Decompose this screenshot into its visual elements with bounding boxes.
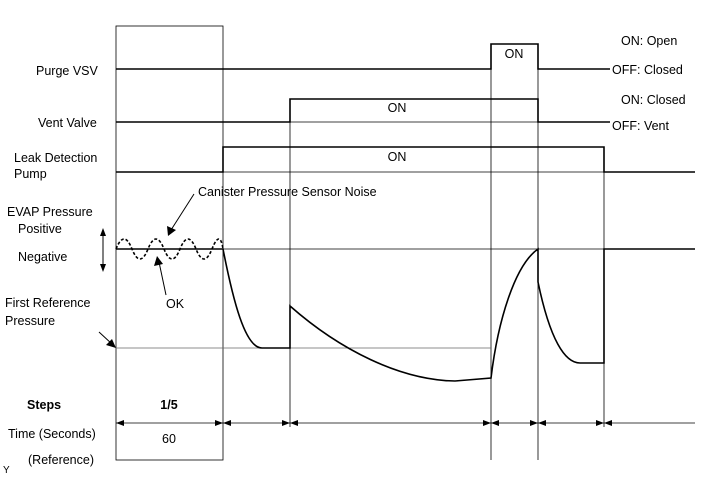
arrow-right-icon — [596, 420, 604, 426]
vent-vent-legend: OFF: Vent — [612, 119, 669, 133]
arrow-right-icon — [282, 420, 290, 426]
negative-label: Negative — [18, 250, 67, 264]
arrow-right-icon — [483, 420, 491, 426]
first-reference-label-1: First Reference — [5, 296, 90, 310]
arrow-right-icon — [215, 420, 223, 426]
vent-valve-signal — [116, 98, 610, 123]
noise-pointer — [170, 193, 195, 231]
arrow-left-icon — [491, 420, 499, 426]
step-1-value: 1/5 — [160, 398, 177, 412]
arrow-left-icon — [538, 420, 546, 426]
timeline-arrows — [116, 420, 612, 426]
arrow-left-icon — [604, 420, 612, 426]
vent-on-label: ON — [388, 101, 407, 115]
evap-label-2: Positive — [18, 222, 62, 236]
vent-closed-legend: ON: Closed — [621, 93, 686, 107]
step-1-box — [115, 25, 224, 461]
arrow-left-icon — [223, 420, 231, 426]
arrow-left-icon — [290, 420, 298, 426]
noise-arrow-icon — [167, 226, 176, 236]
reference-label: (Reference) — [28, 453, 94, 467]
first-reference-label-2: Pressure — [5, 314, 55, 328]
ok-arrow-icon — [154, 256, 163, 266]
purge-vsv-signal — [116, 43, 610, 70]
leak-pump-signal — [116, 146, 695, 173]
purge-open-legend: ON: Open — [621, 34, 677, 48]
arrow-right-icon — [530, 420, 538, 426]
steps-label: Steps — [27, 398, 61, 412]
pump-on-label: ON — [388, 150, 407, 164]
vent-valve-label: Vent Valve — [38, 116, 97, 130]
evap-pressure-curve — [116, 247, 695, 382]
time-label: Time (Seconds) — [8, 427, 96, 441]
noise-annotation: Canister Pressure Sensor Noise — [198, 185, 377, 199]
purge-on-label: ON — [505, 47, 524, 61]
first-reference-arrow-icon — [106, 339, 116, 348]
ok-annotation: OK — [166, 297, 185, 311]
time-value: 60 — [162, 432, 176, 446]
arrow-up-icon — [100, 228, 106, 236]
ok-pointer — [158, 261, 167, 296]
leak-pump-label-1: Leak Detection — [14, 151, 97, 165]
leak-pump-label-2: Pump — [14, 167, 47, 181]
corner-mark: Y — [3, 465, 10, 476]
arrow-down-icon — [100, 264, 106, 272]
evap-label-1: EVAP Pressure — [7, 205, 93, 219]
arrow-left-icon — [116, 420, 124, 426]
sensor-noise-wave — [115, 238, 224, 260]
purge-closed-legend: OFF: Closed — [612, 63, 683, 77]
purge-vsv-label: Purge VSV — [36, 64, 99, 78]
